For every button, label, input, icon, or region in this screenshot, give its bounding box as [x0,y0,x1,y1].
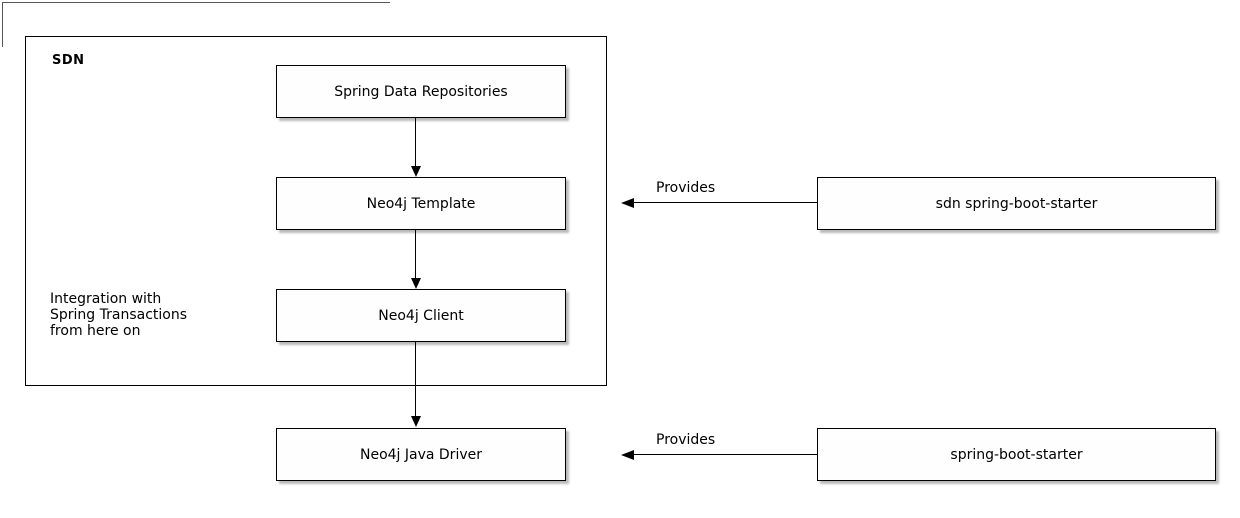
node-neo4j-java-driver: Neo4j Java Driver [276,428,566,481]
provides-label-top: Provides [656,180,716,196]
node-spring-data-repositories: Spring Data Repositories [276,65,566,118]
node-neo4j-template-label: Neo4j Template [366,195,476,212]
node-neo4j-client-label: Neo4j Client [378,307,464,324]
side-note-line-3: from here on [50,323,141,339]
arrow-starter-provides-line [634,454,817,455]
arrow-client-to-driver-arrowhead [411,416,421,427]
node-sdn-spring-boot-starter: sdn spring-boot-starter [817,177,1216,230]
cropped-frame-edge-left [2,2,3,47]
arrow-template-to-client-arrowhead [411,278,421,289]
node-sdn-spring-boot-starter-label: sdn spring-boot-starter [935,195,1098,212]
side-note: Integration with Spring Transactions fro… [50,291,187,339]
frame-border-gap [432,420,452,424]
arrow-repositories-to-template-line [415,118,416,166]
node-neo4j-client: Neo4j Client [276,289,566,342]
node-spring-boot-starter-label: spring-boot-starter [950,446,1083,463]
arrow-starter-provides-arrowhead [621,450,634,460]
node-neo4j-java-driver-label: Neo4j Java Driver [359,446,482,463]
arrow-template-to-client-line [415,230,416,278]
node-spring-boot-starter: spring-boot-starter [817,428,1216,481]
sdn-frame-label: SDN [52,53,85,68]
cropped-frame-edge-top [2,2,390,3]
arrow-client-to-driver-line [415,342,416,416]
sdn-container-frame: SDN [25,36,607,424]
arrow-sdn-starter-provides-arrowhead [621,198,634,208]
node-spring-data-repositories-label: Spring Data Repositories [334,83,508,100]
side-note-line-2: Spring Transactions [50,307,188,323]
side-note-line-1: Integration with [50,291,162,307]
node-neo4j-template: Neo4j Template [276,177,566,230]
arrow-repositories-to-template-arrowhead [411,166,421,177]
arrow-sdn-starter-provides-line [634,202,817,203]
provides-label-bottom: Provides [656,432,716,448]
